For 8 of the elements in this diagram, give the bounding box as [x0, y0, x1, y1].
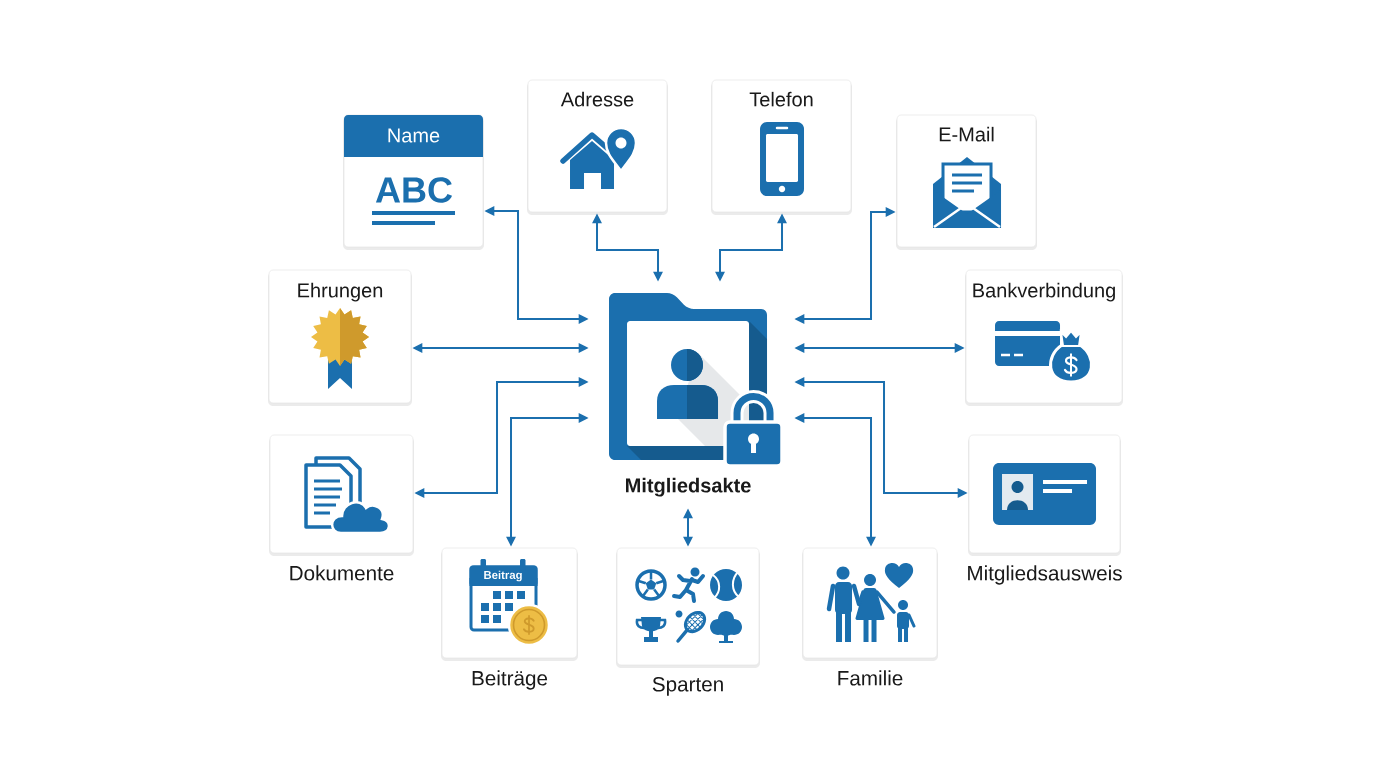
node-label: Familie	[838, 670, 903, 686]
calendar-heading: Beitrag	[484, 570, 522, 582]
node-label: Mitgliedsakte	[626, 477, 751, 497]
node-label: Mitgliedsausweis	[968, 565, 1122, 585]
node-label: Sparten	[652, 676, 723, 696]
sample-text: ABC	[375, 177, 452, 203]
node-label: Dokumente	[290, 565, 394, 581]
node-label: Beiträge	[472, 670, 548, 690]
